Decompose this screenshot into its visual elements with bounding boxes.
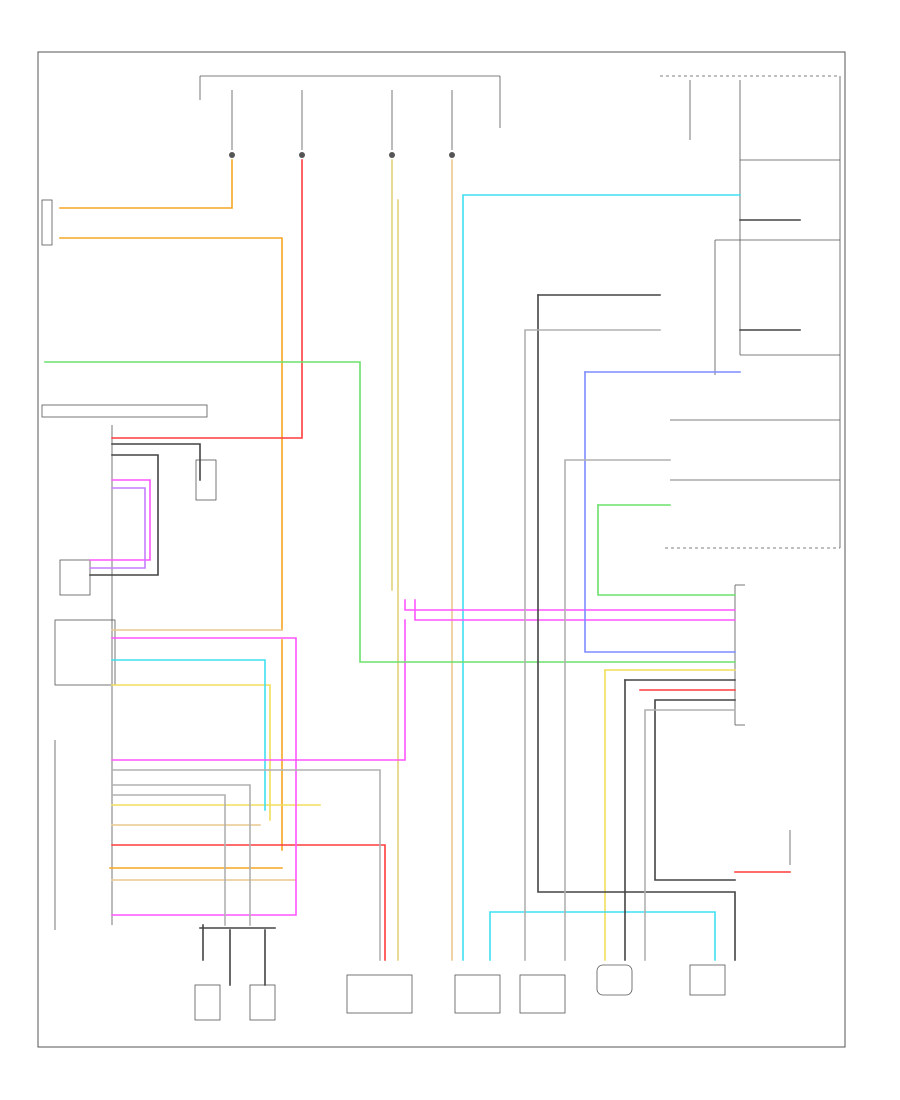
diagram-frame <box>37 51 846 1048</box>
wire-black-6 <box>111 443 201 481</box>
wire-cyan-3 <box>489 911 716 961</box>
wire-black-10 <box>739 219 801 331</box>
wire-black-5 <box>654 699 736 881</box>
wire-black-8 <box>202 924 266 986</box>
wire-red-1 <box>111 159 303 439</box>
wire-violet-1 <box>89 487 146 569</box>
wire-cyan-1 <box>462 194 741 961</box>
wire-magenta-1 <box>111 637 297 916</box>
wire-orange-1 <box>59 159 233 209</box>
left-components <box>41 199 217 930</box>
wire-cyan-2 <box>111 659 266 811</box>
fuse-block-top <box>199 75 501 158</box>
wire-gray-5 <box>111 784 251 926</box>
wire-green-1 <box>44 361 736 663</box>
wire-yellow-1 <box>111 684 271 821</box>
fuse-1-terminal <box>229 152 235 158</box>
wire-red-2 <box>111 844 386 961</box>
relay-block-right <box>660 75 841 549</box>
wire-orange-2 <box>59 237 283 631</box>
wire-gray-6 <box>644 709 736 961</box>
wire-green-3 <box>597 504 736 596</box>
fuse-2-terminal <box>299 152 305 158</box>
wire-magenta-4 <box>111 619 406 761</box>
bottom-components <box>194 964 726 1021</box>
wire-gray-4 <box>111 794 226 926</box>
wire-black-7 <box>89 454 159 576</box>
wire-blue-2 <box>584 371 736 653</box>
right-connector <box>734 584 791 865</box>
wire-gray-2 <box>564 459 671 961</box>
wire-black-2 <box>537 294 736 961</box>
wire-magenta-3 <box>414 599 736 621</box>
fuse-4-terminal <box>449 152 455 158</box>
wire-gray-3 <box>111 769 381 961</box>
wire-magenta-5 <box>89 479 151 561</box>
fuse-3-terminal <box>389 152 395 158</box>
wire-gray-1 <box>524 329 661 961</box>
wire-magenta-2 <box>404 599 736 611</box>
